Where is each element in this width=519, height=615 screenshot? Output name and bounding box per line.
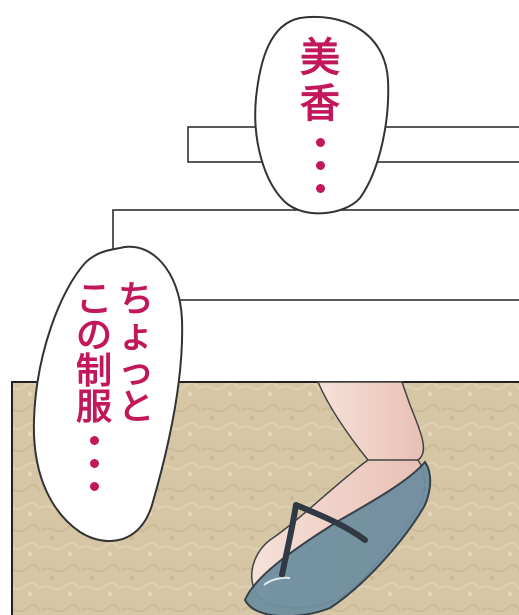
bubble-2-char: 制	[76, 351, 113, 392]
bubble-2-char: 服	[76, 387, 113, 428]
bubble-1-text: 美 香	[300, 38, 340, 200]
ellipsis-dot	[89, 436, 99, 445]
ellipsis-dot	[315, 138, 325, 147]
sandal-illustration	[243, 460, 432, 615]
ellipsis-dot	[315, 161, 325, 170]
ellipsis-dot	[89, 482, 99, 491]
bubble-2-char: の	[76, 315, 113, 356]
bubble-1-char-1: 美	[300, 35, 340, 81]
bubble-2-char: ょ	[118, 315, 155, 356]
ellipsis-dot	[315, 184, 325, 193]
bubble-2-column-1: ち ょ っ と	[118, 282, 154, 426]
ellipsis-dot	[89, 459, 99, 468]
bubble-1-char-2: 香	[300, 81, 340, 127]
bubble-2-char: こ	[76, 279, 113, 320]
bubble-2-column-2: こ の 制 服	[76, 282, 112, 498]
speech-bubble-2	[32, 245, 184, 543]
panel-frame-2	[112, 209, 519, 301]
bubble-2-text: こ の 制 服 ち ょ っ と	[76, 282, 154, 498]
bubble-2-char: ち	[118, 279, 155, 320]
bubble-2-char: っ	[118, 351, 155, 392]
bubble-2-char: と	[118, 387, 155, 428]
speech-bubble-1	[254, 16, 390, 215]
